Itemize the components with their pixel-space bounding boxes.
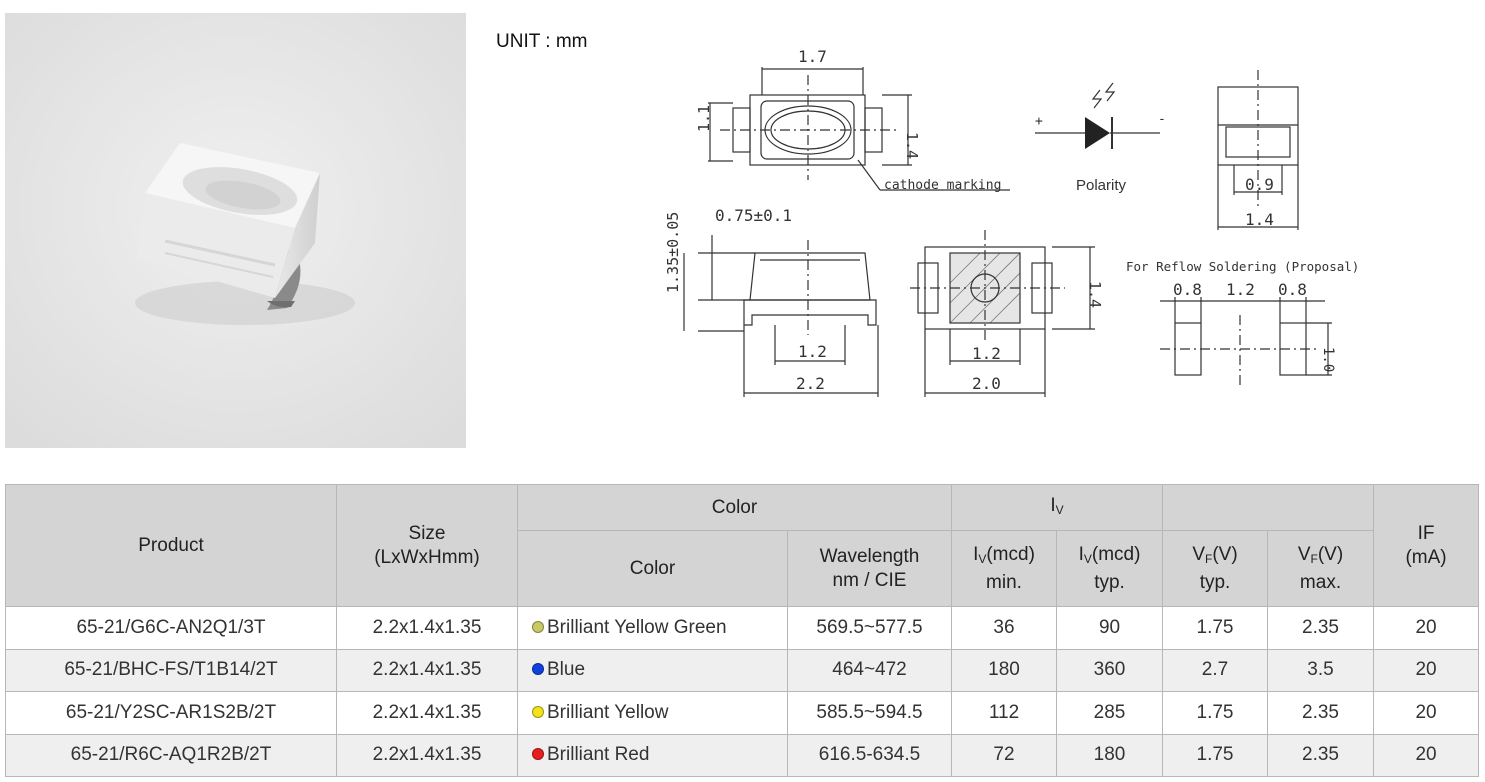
cell-color: Brilliant Yellow Green — [517, 606, 788, 650]
reflow-title: For Reflow Soldering (Proposal) — [1126, 259, 1359, 274]
cell-size: 2.2x1.4x1.35 — [336, 648, 518, 692]
cell-product: 65-21/G6C-AN2Q1/3T — [5, 606, 337, 650]
cell-vf-max: 3.5 — [1267, 648, 1375, 692]
cell-iv-min: 36 — [951, 606, 1057, 650]
color-dot-icon — [532, 663, 544, 676]
table-row: 65-21/G6C-AN2Q1/3T 2.2x1.4x1.35 Brillian… — [5, 606, 1480, 650]
header-vf-typ: VF(V) typ. — [1162, 530, 1269, 607]
cell-iv-min: 72 — [951, 733, 1057, 777]
cell-iv-typ: 90 — [1055, 606, 1164, 650]
dim-pad-w1: 0.8 — [1173, 280, 1202, 299]
dim-bottom-height: 1.4 — [1086, 281, 1104, 308]
dim-side-inner: 0.9 — [1245, 175, 1274, 194]
cell-iv-typ: 285 — [1055, 691, 1164, 735]
dimension-drawings: 1.7 1.1 1.4 cathode marking + - Polarity… — [620, 35, 1380, 415]
header-color-group: Color — [517, 484, 952, 531]
cell-wavelength: 585.5~594.5 — [787, 691, 952, 735]
cell-vf-typ: 1.75 — [1162, 733, 1269, 777]
dim-thickness: 0.75±0.1 — [715, 206, 792, 225]
spec-table: Product Size(LxWxHmm) Color IV IF(mA) Co… — [5, 484, 1480, 777]
header-vf-max: VF(V) max. — [1267, 530, 1375, 607]
dim-pad-gap: 1.2 — [1226, 280, 1255, 299]
table-row: 65-21/Y2SC-AR1S2B/2T 2.2x1.4x1.35 Brilli… — [5, 691, 1480, 735]
cell-vf-max: 2.35 — [1267, 733, 1375, 777]
cell-size: 2.2x1.4x1.35 — [336, 733, 518, 777]
table-row: 65-21/R6C-AQ1R2B/2T 2.2x1.4x1.35 Brillia… — [5, 733, 1480, 777]
dim-top-width: 1.7 — [798, 47, 827, 66]
cell-size: 2.2x1.4x1.35 — [336, 606, 518, 650]
cell-color: Brilliant Yellow — [517, 691, 788, 735]
dim-pad-h: 1.0 — [1320, 347, 1336, 372]
dim-top-height: 1.4 — [903, 132, 921, 159]
dim-side-width: 1.4 — [1245, 210, 1274, 229]
cell-if: 20 — [1373, 733, 1480, 777]
dim-height: 1.35±0.05 — [664, 212, 682, 293]
product-photo — [5, 13, 466, 448]
cell-size: 2.2x1.4x1.35 — [336, 691, 518, 735]
polarity-plus: + — [1035, 114, 1043, 129]
color-dot-icon — [532, 748, 544, 761]
cell-iv-min: 180 — [951, 648, 1057, 692]
cell-vf-typ: 1.75 — [1162, 691, 1269, 735]
color-dot-icon — [532, 620, 544, 633]
cell-vf-max: 2.35 — [1267, 691, 1375, 735]
dim-front-pad-spacing: 1.2 — [798, 342, 827, 361]
led-package-image — [5, 13, 466, 448]
header-vf-group — [1162, 484, 1375, 531]
cell-iv-min: 112 — [951, 691, 1057, 735]
cell-wavelength: 464~472 — [787, 648, 952, 692]
header-product: Product — [5, 484, 337, 607]
dim-bottom-length: 2.0 — [972, 374, 1001, 393]
polarity-minus: - — [1158, 112, 1166, 127]
table-row: 65-21/BHC-FS/T1B14/2T 2.2x1.4x1.35 Blue … — [5, 648, 1480, 692]
cell-color: Blue — [517, 648, 788, 692]
cell-iv-typ: 180 — [1055, 733, 1164, 777]
header-iv-min: IV(mcd) min. — [951, 530, 1057, 607]
cell-product: 65-21/BHC-FS/T1B14/2T — [5, 648, 337, 692]
diode-symbol-icon — [1085, 117, 1110, 149]
header-if: IF(mA) — [1373, 484, 1480, 607]
cell-wavelength: 569.5~577.5 — [787, 606, 952, 650]
cell-vf-max: 2.35 — [1267, 606, 1375, 650]
header-iv-typ: IV(mcd) typ. — [1055, 530, 1164, 607]
cathode-marking-label: cathode marking — [884, 178, 1001, 193]
dim-pad-w2: 0.8 — [1278, 280, 1307, 299]
cell-if: 20 — [1373, 648, 1480, 692]
color-dot-icon — [532, 705, 544, 718]
dim-top-inner-height: 1.1 — [695, 105, 713, 132]
cell-product: 65-21/Y2SC-AR1S2B/2T — [5, 691, 337, 735]
cell-vf-typ: 2.7 — [1162, 648, 1269, 692]
header-color: Color — [517, 530, 788, 607]
cell-if: 20 — [1373, 606, 1480, 650]
cell-color: Brilliant Red — [517, 733, 788, 777]
header-size: Size(LxWxHmm) — [336, 484, 518, 607]
cell-iv-typ: 360 — [1055, 648, 1164, 692]
cell-if: 20 — [1373, 691, 1480, 735]
header-iv-group: IV — [950, 484, 1164, 531]
cell-product: 65-21/R6C-AQ1R2B/2T — [5, 733, 337, 777]
dim-bottom-pad-spacing: 1.2 — [972, 344, 1001, 363]
cell-vf-typ: 1.75 — [1162, 606, 1269, 650]
unit-label: UNIT : mm — [496, 31, 588, 52]
cell-wavelength: 616.5-634.5 — [787, 733, 952, 777]
polarity-label: Polarity — [1076, 177, 1127, 194]
dim-front-length: 2.2 — [796, 374, 825, 393]
